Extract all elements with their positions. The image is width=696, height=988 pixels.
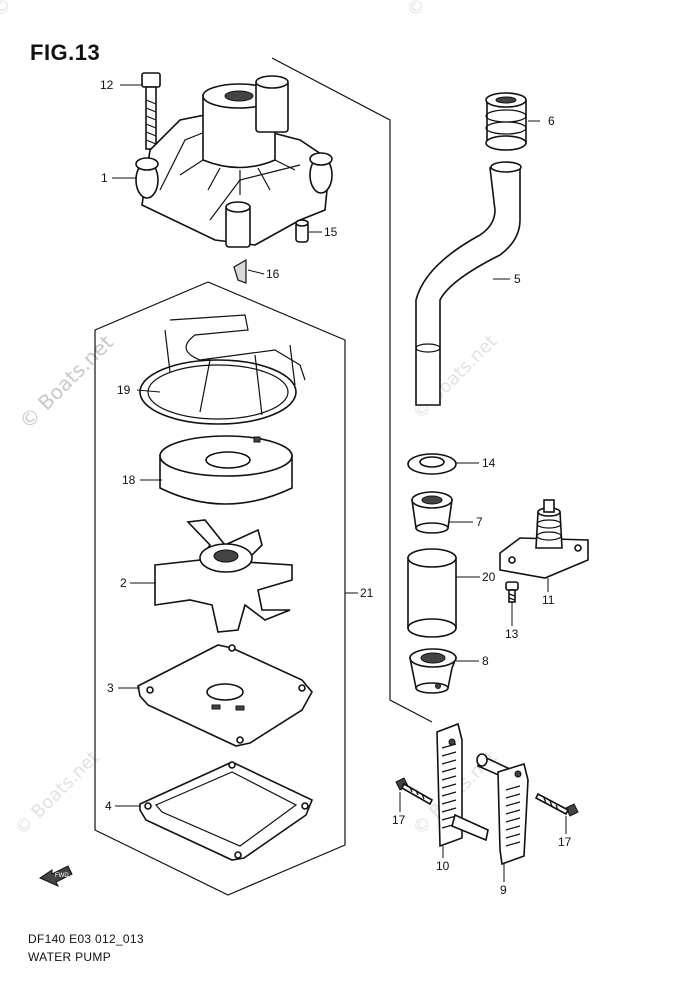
tube-holder-11 [499,499,589,579]
pump-liner-19 [139,314,306,425]
impeller-2 [154,519,293,633]
callout-11: 11 [542,593,555,607]
wear-plate-3 [137,644,313,747]
model-code: DF140 E03 012_013 [28,932,144,946]
callout-15: 15 [324,225,338,239]
callout-12: 12 [100,78,114,92]
watermark-top-left: © Boats.net [0,0,81,22]
callout-4: 4 [105,799,112,813]
forward-arrow-icon: FWD [38,865,73,888]
callout-14: 14 [482,456,496,470]
callout-1: 1 [101,171,108,185]
bolt-12 [141,72,161,150]
figure-label: FIG.13 [30,40,101,65]
seal-ring-14 [407,453,457,475]
bushing-7 [411,491,453,534]
callout-19: 19 [117,383,131,397]
screw-13 [505,581,519,603]
grommet-6 [485,92,527,151]
gasket-4 [139,761,314,861]
callout-13: 13 [505,627,519,641]
callout-17-left: 17 [392,813,406,827]
impeller-case-18 [159,435,293,505]
callout-9: 9 [500,883,507,897]
callout-10: 10 [436,859,450,873]
forward-badge-label: FWD [55,873,69,879]
kit-bracket-right [271,57,433,723]
callout-5: 5 [514,272,521,286]
callout-3: 3 [107,681,114,695]
screw-17-left [395,777,434,806]
bracket-9 [476,753,529,866]
key-16 [233,258,247,284]
callout-7: 7 [476,515,483,529]
callout-6: 6 [548,114,555,128]
pump-housing-1 [135,75,333,248]
watermark-main: © Boats.net [15,330,118,433]
watermark-top-right: © Boats.net [403,0,495,22]
seal-8 [409,648,458,694]
callout-18: 18 [122,473,136,487]
dowel-pin-15 [295,219,309,243]
screw-17-right [534,792,579,817]
kit-21-outline [94,281,346,896]
leader-19 [136,389,161,393]
watermark-left-bottom: © Boats.net [11,747,103,839]
callout-16: 16 [266,267,280,281]
callout-20: 20 [482,570,496,584]
bracket-10 [436,722,489,848]
diagram-title: WATER PUMP [28,950,111,964]
callout-8: 8 [482,654,489,668]
water-tube-5 [415,161,522,406]
leader-16 [247,269,265,275]
callout-21: 21 [360,586,374,600]
callout-17-right: 17 [558,835,572,849]
callout-2: 2 [120,576,127,590]
sleeve-20 [407,548,457,638]
